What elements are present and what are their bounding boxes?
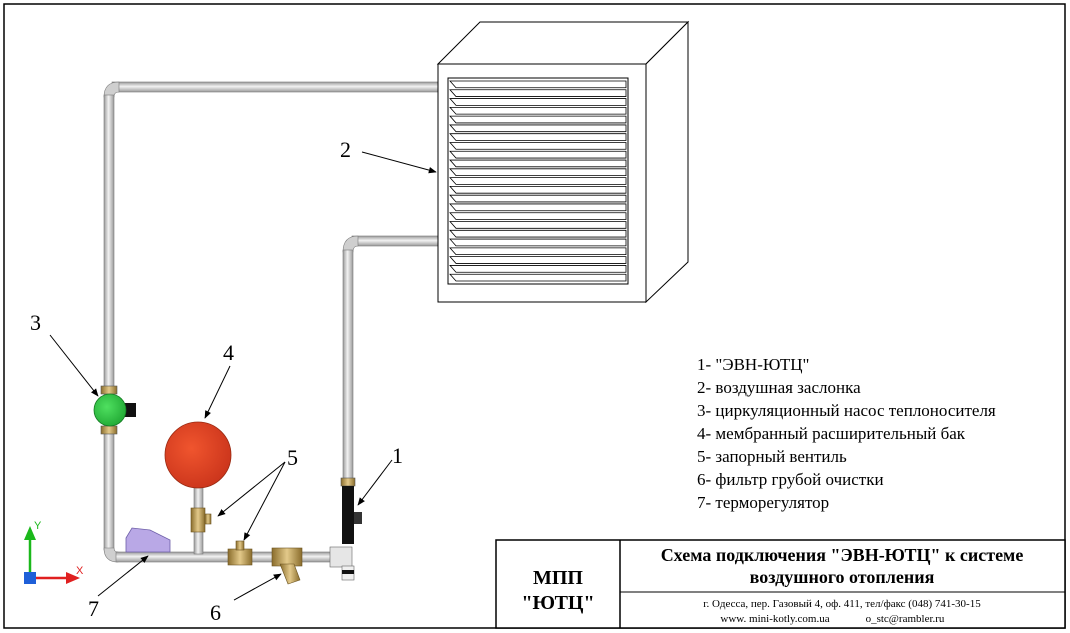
louver-slat [449, 229, 627, 238]
louver-slat [449, 106, 627, 115]
louver-slat [449, 238, 627, 247]
legend: 1- "ЭВН-ЮТЦ" 2- воздушная заслонка 3- ци… [697, 355, 996, 512]
louver-slat [449, 133, 627, 141]
louver-slat [449, 89, 627, 97]
x-axis-arrowhead [66, 572, 80, 584]
damper-louvers [449, 80, 627, 282]
legend-item-6: 6- фильтр грубой очистки [697, 470, 884, 489]
pipe-return-horizontal [351, 235, 441, 247]
callout-3: 3 [30, 310, 41, 335]
org-name-line1: МПП [533, 567, 583, 589]
leader-5b [243, 461, 286, 541]
callout-1: 1 [392, 443, 403, 468]
louver-slat [449, 124, 627, 133]
callout-4: 4 [223, 340, 234, 365]
louver-slat [449, 203, 627, 212]
boiler-bottom-band [342, 570, 354, 574]
louver-slat [449, 265, 627, 273]
z-axis-box [24, 572, 36, 584]
leader-4 [204, 365, 231, 419]
louver-slat [449, 256, 627, 264]
org-name-line2: "ЮТЦ" [521, 592, 594, 614]
valve-line-stem [235, 540, 245, 551]
louver-slat [449, 150, 627, 159]
leader-3 [49, 334, 99, 397]
legend-item-3: 3- циркуляционный насос теплоносителя [697, 401, 996, 420]
louver-slat [449, 273, 627, 282]
heater-side-face [645, 20, 689, 304]
callout-numbers: 2 3 4 5 1 6 7 [30, 137, 403, 625]
pipework [103, 81, 441, 563]
callout-7: 7 [88, 596, 99, 621]
louver-slat [449, 142, 627, 150]
callout-leaders [49, 151, 437, 601]
boiler-connector [354, 512, 362, 524]
heater-top-face [436, 21, 690, 65]
contact-address: г. Одесса, пер. Газовый 4, оф. 411, тел/… [703, 598, 981, 610]
thermoregulator [125, 527, 171, 553]
air-heater-unit [436, 20, 690, 304]
pipe-top [111, 81, 441, 93]
louver-slat [449, 168, 627, 177]
title-block: МПП "ЮТЦ" Схема подключения "ЭВН-ЮТЦ" к … [495, 539, 1066, 629]
legend-item-4: 4- мембранный расширительный бак [697, 424, 966, 443]
title-block-frame [495, 539, 1066, 629]
pipe-return-vertical [342, 249, 354, 483]
thermoregulator-body [125, 527, 171, 553]
pump-body [93, 393, 127, 427]
legend-item-5: 5- запорный вентиль [697, 447, 847, 466]
valve-tank-handle [204, 513, 212, 525]
contact-website: www. mini-kotly.com.ua [720, 613, 829, 625]
ucs-axes-icon: Y X [24, 520, 84, 584]
louver-slat [449, 80, 627, 89]
louver-slat [449, 212, 627, 220]
boiler-collar [340, 477, 356, 487]
louver-slat [449, 115, 627, 124]
pump-motor-stub [124, 403, 136, 417]
boiler-body [342, 486, 354, 544]
leader-2 [361, 151, 437, 174]
pump-flange-top [100, 385, 118, 395]
louver-slat [449, 185, 627, 194]
filter-leg [279, 563, 301, 585]
pipe-left-vertical [103, 94, 115, 551]
y-axis-arrowhead [24, 526, 36, 540]
louver-slat [449, 194, 627, 203]
callout-5: 5 [287, 445, 298, 470]
leader-6 [233, 573, 282, 601]
contact-email: o_stc@rambler.ru [866, 613, 945, 625]
coarse-filter [271, 547, 303, 585]
expansion-tank [164, 421, 232, 489]
leader-7 [97, 555, 149, 597]
drawing-title-line2: воздушного отопления [750, 567, 935, 587]
louver-slat [449, 247, 627, 256]
valve-tank-body [190, 507, 206, 533]
evn-boiler [329, 477, 362, 581]
shutoff-valve-line [227, 540, 253, 566]
louver-slat [449, 177, 627, 185]
legend-item-2: 2- воздушная заслонка [697, 378, 861, 397]
legend-item-7: 7- терморегулятор [697, 493, 829, 512]
pipe-elbow-return [342, 235, 359, 253]
leader-5a [217, 461, 286, 517]
leader-1 [357, 459, 393, 506]
expansion-tank-body [164, 421, 232, 489]
louver-slat [449, 221, 627, 229]
x-axis-label: X [76, 565, 84, 577]
y-axis-label: Y [34, 520, 42, 532]
callout-6: 6 [210, 600, 221, 625]
louver-slat [449, 159, 627, 168]
valve-line-body [227, 548, 253, 566]
pump-flange-bottom [100, 425, 118, 435]
louver-slat [449, 98, 627, 106]
shutoff-valve-tank [190, 507, 212, 533]
legend-item-1: 1- "ЭВН-ЮТЦ" [697, 355, 810, 374]
boiler-tee [329, 546, 353, 568]
filter-body [271, 547, 303, 567]
drawing-title-line1: Схема подключения "ЭВН-ЮТЦ" к системе [661, 545, 1024, 565]
callout-2: 2 [340, 137, 351, 162]
circulation-pump [93, 385, 136, 435]
